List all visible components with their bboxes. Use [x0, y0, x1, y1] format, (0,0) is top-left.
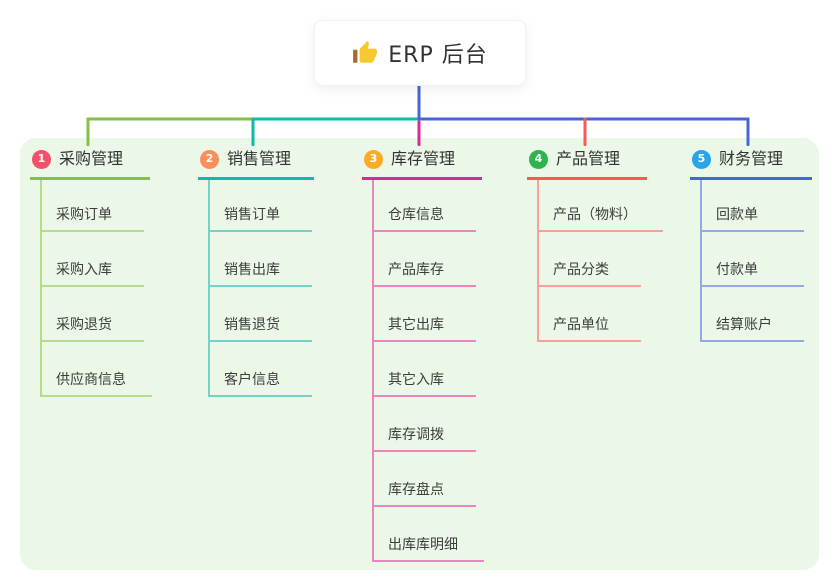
root-stem-line [417, 84, 421, 121]
branch-node-1[interactable]: 1 采购管理 [30, 146, 150, 180]
child-row: 采购退货 [42, 287, 150, 342]
child-node[interactable]: 采购订单 [42, 206, 144, 232]
child-node[interactable]: 产品单位 [539, 316, 641, 342]
child-node[interactable]: 销售出库 [210, 261, 312, 287]
branch-node-5[interactable]: 5 财务管理 [690, 146, 812, 180]
child-row: 回款单 [702, 180, 812, 232]
thumbs-up-icon [352, 40, 378, 66]
root-node-erp[interactable]: ERP 后台 [314, 20, 526, 86]
branch-children-3: 仓库信息产品库存其它出库其它入库库存调拨库存盘点出库库明细 [372, 180, 484, 562]
child-node[interactable]: 仓库信息 [374, 206, 476, 232]
child-node[interactable]: 供应商信息 [42, 371, 152, 397]
connector-lines [86, 84, 750, 146]
child-row: 采购入库 [42, 232, 150, 287]
drop-line-branch4 [583, 117, 587, 146]
root-node-label: ERP 后台 [388, 43, 488, 68]
child-node[interactable]: 库存调拨 [374, 426, 476, 452]
branch-label: 采购管理 [59, 149, 124, 168]
hline-branch1 [86, 117, 255, 121]
branch-children-4: 产品（物料） 产品分类产品单位 [537, 180, 663, 342]
branch-1: 1 采购管理采购订单采购入库采购退货供应商信息 [30, 146, 152, 397]
branch-node-2[interactable]: 2 销售管理 [198, 146, 314, 180]
branch-label: 产品管理 [556, 149, 621, 168]
branch-children-5: 回款单付款单结算账户 [700, 180, 812, 342]
child-row: 供应商信息 [42, 342, 152, 397]
child-node[interactable]: 库存盘点 [374, 481, 476, 507]
child-row: 出库库明细 [374, 507, 484, 562]
drop-line-branch1 [86, 117, 90, 146]
branch-number-badge: 4 [529, 149, 548, 169]
branch-node-4[interactable]: 4 产品管理 [527, 146, 647, 180]
branch-2: 2 销售管理销售订单销售出库销售退货客户信息 [198, 146, 314, 397]
child-row: 采购订单 [42, 180, 150, 232]
child-node[interactable]: 采购退货 [42, 316, 144, 342]
child-row: 销售退货 [210, 287, 314, 342]
child-node[interactable]: 产品分类 [539, 261, 641, 287]
branch-children-2: 销售订单销售出库销售退货客户信息 [208, 180, 314, 397]
branch-children-1: 采购订单采购入库采购退货供应商信息 [40, 180, 152, 397]
child-node[interactable]: 产品（物料） [539, 206, 663, 232]
child-row: 产品单位 [539, 287, 647, 342]
drop-line-branch2 [251, 117, 255, 146]
mindmap-canvas [20, 138, 819, 570]
hline-branch2 [251, 117, 421, 121]
branch-number-badge: 5 [692, 149, 711, 169]
branch-number-badge: 1 [32, 149, 51, 169]
child-node[interactable]: 出库库明细 [374, 536, 484, 562]
child-row: 销售订单 [210, 180, 314, 232]
child-row: 库存调拨 [374, 397, 482, 452]
child-row: 付款单 [702, 232, 812, 287]
child-node[interactable]: 销售订单 [210, 206, 312, 232]
branch-4: 4 产品管理产品（物料） 产品分类产品单位 [527, 146, 663, 342]
child-row: 仓库信息 [374, 180, 482, 232]
branch-5: 5 财务管理回款单付款单结算账户 [690, 146, 812, 342]
child-node[interactable]: 付款单 [702, 261, 804, 287]
branch-node-3[interactable]: 3 库存管理 [362, 146, 482, 180]
child-row: 其它出库 [374, 287, 482, 342]
drop-line-branch5 [746, 117, 750, 146]
child-row: 客户信息 [210, 342, 314, 397]
child-node[interactable]: 产品库存 [374, 261, 476, 287]
branch-label: 库存管理 [391, 149, 456, 168]
branch-label: 财务管理 [719, 149, 784, 168]
branch-number-badge: 3 [364, 149, 383, 169]
child-row: 其它入库 [374, 342, 482, 397]
child-row: 销售出库 [210, 232, 314, 287]
child-node[interactable]: 其它入库 [374, 371, 476, 397]
branch-number-badge: 2 [200, 149, 219, 169]
child-row: 结算账户 [702, 287, 812, 342]
child-node[interactable]: 客户信息 [210, 371, 312, 397]
drop-line-branch3 [417, 120, 421, 146]
branch-3: 3 库存管理仓库信息产品库存其它出库其它入库库存调拨库存盘点出库库明细 [362, 146, 484, 562]
child-row: 库存盘点 [374, 452, 482, 507]
child-node[interactable]: 回款单 [702, 206, 804, 232]
child-row: 产品分类 [539, 232, 647, 287]
branch-label: 销售管理 [227, 149, 292, 168]
child-node[interactable]: 采购入库 [42, 261, 144, 287]
child-row: 产品库存 [374, 232, 482, 287]
child-node[interactable]: 结算账户 [702, 316, 804, 342]
child-node[interactable]: 销售退货 [210, 316, 312, 342]
child-row: 产品（物料） [539, 180, 663, 232]
child-node[interactable]: 其它出库 [374, 316, 476, 342]
